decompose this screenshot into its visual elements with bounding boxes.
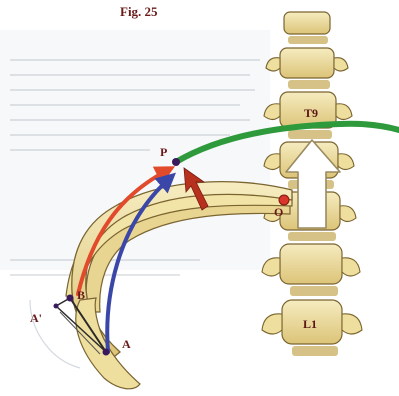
point-b	[67, 295, 74, 302]
origin-point-o	[279, 195, 289, 205]
figure-title: Fig. 25	[120, 4, 158, 19]
vertebra-body	[280, 48, 334, 78]
point-a	[103, 349, 110, 356]
vertebra-body	[280, 244, 342, 284]
label-a: A	[122, 337, 131, 351]
point-a-prime	[54, 304, 59, 309]
label-b: B	[77, 288, 85, 302]
point-p	[172, 158, 180, 166]
label-p: P	[160, 145, 167, 159]
label-t9: T9	[304, 106, 318, 120]
label-o: O	[274, 205, 283, 219]
label-l1: L1	[303, 317, 317, 331]
vertebra-body	[284, 12, 330, 34]
